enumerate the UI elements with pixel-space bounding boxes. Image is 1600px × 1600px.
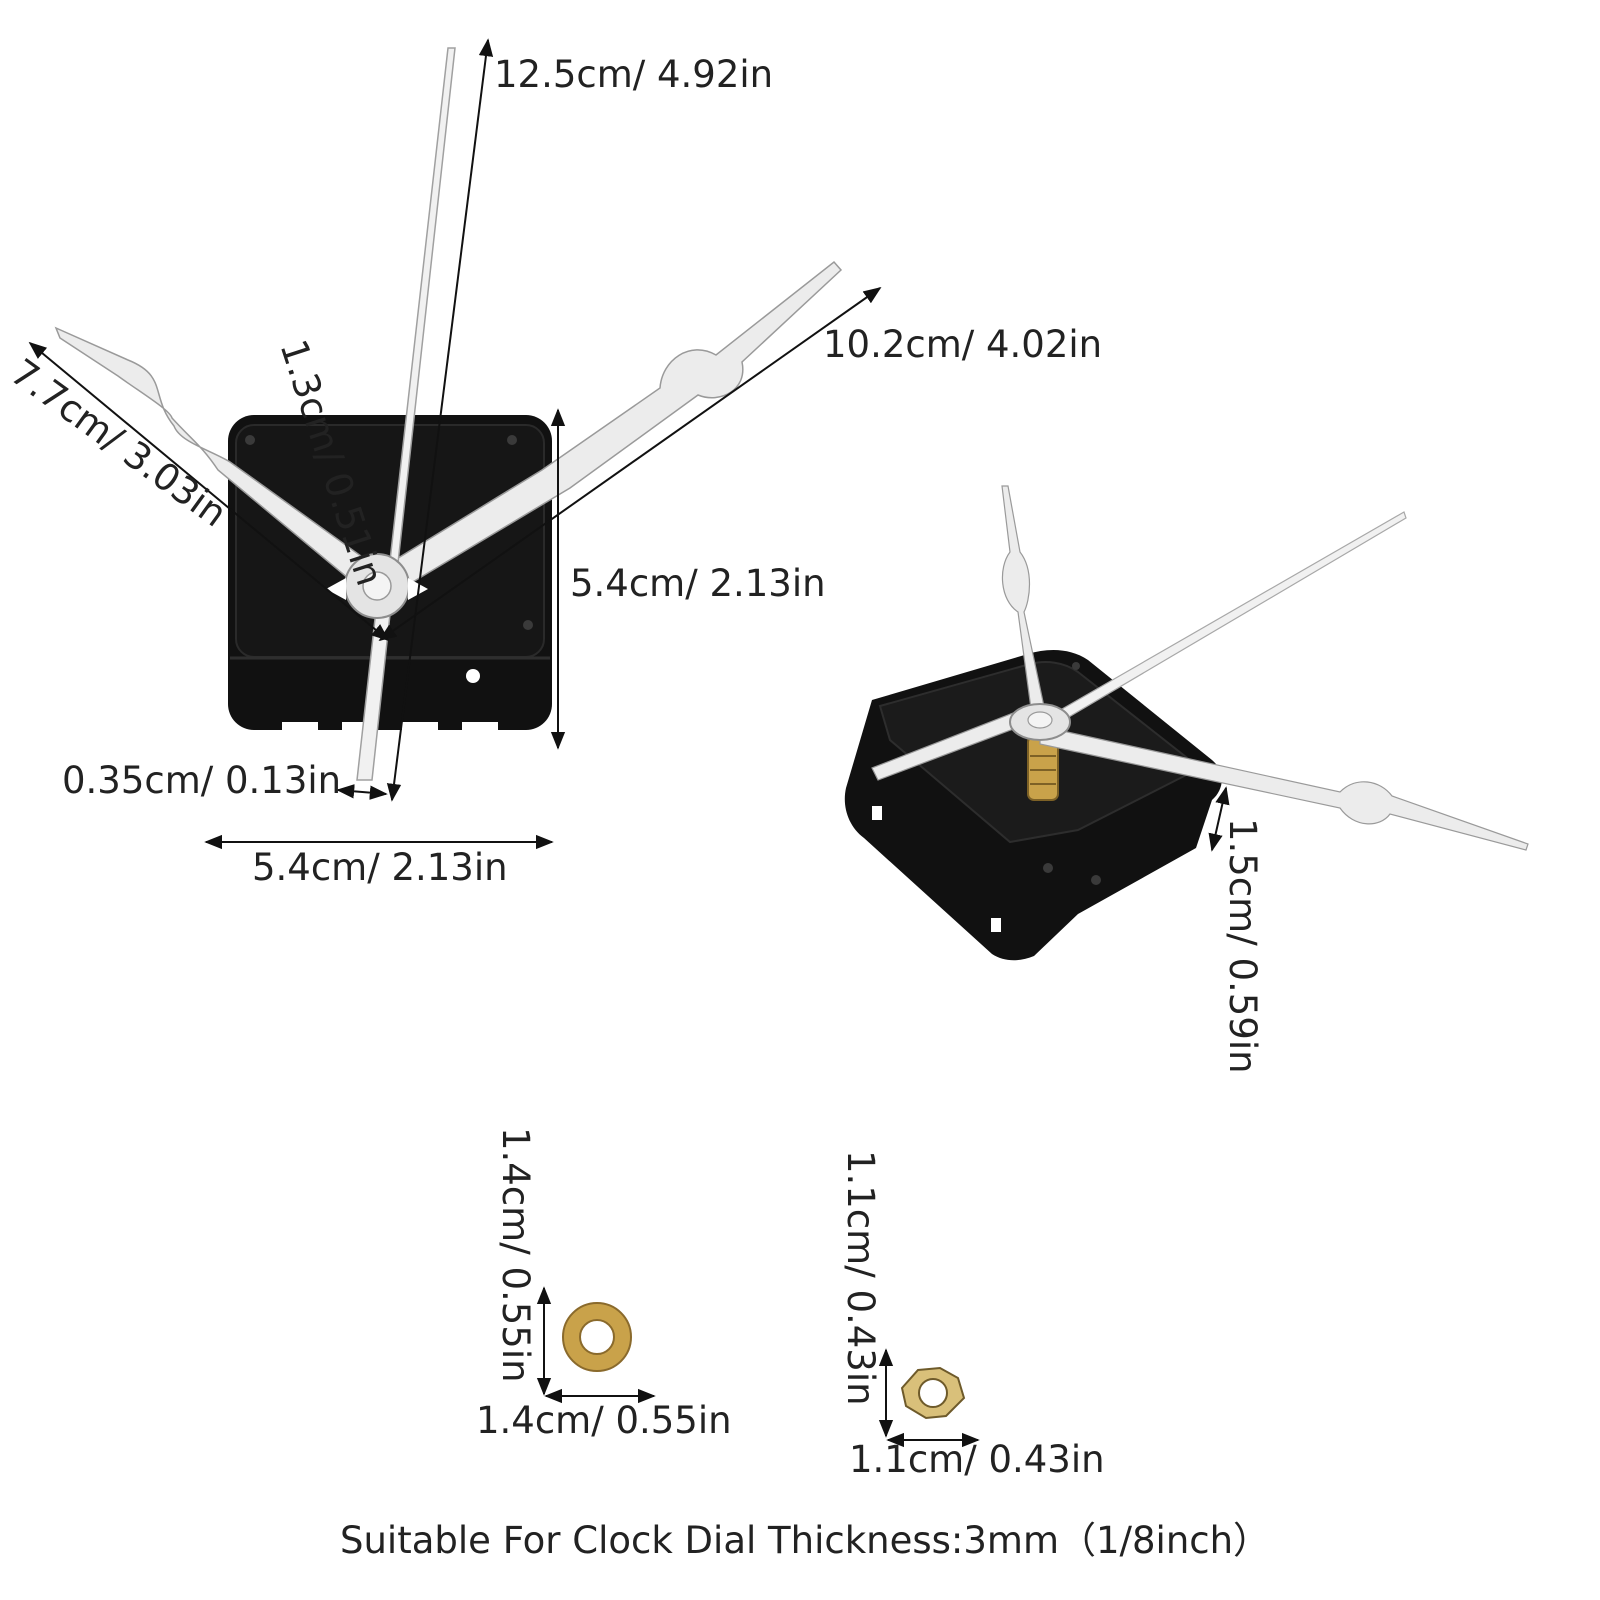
movement-notch xyxy=(402,722,438,730)
side-hour-hand xyxy=(1001,485,1047,717)
movement-notch xyxy=(462,722,498,730)
side-hub-center xyxy=(1027,711,1053,729)
hand-width-dim-line xyxy=(336,784,388,800)
side-screw xyxy=(1043,863,1053,873)
second-hand-length-label: 12.5cm/ 4.92in xyxy=(494,53,773,96)
movement-notch xyxy=(282,722,318,730)
movement-notch xyxy=(342,722,378,730)
hanger-hole xyxy=(466,669,480,683)
clock-movement-side xyxy=(844,650,1222,961)
hour-hand-length-label: 7.7cm/ 3.03in xyxy=(3,350,235,535)
washer-width-label: 1.4cm/ 0.55in xyxy=(476,1399,732,1442)
side-screw xyxy=(1072,662,1080,670)
side-notch xyxy=(872,806,882,820)
movement-width-label: 5.4cm/ 2.13in xyxy=(252,846,508,889)
shaft-length-dim-line xyxy=(1208,786,1230,852)
minute-hand-length-label: 10.2cm/ 4.02in xyxy=(823,323,1102,366)
nut-hole xyxy=(918,1378,948,1408)
nut-height-label: 1.1cm/ 0.43in xyxy=(839,1150,882,1406)
movement-screw xyxy=(523,620,533,630)
side-minute-hand xyxy=(1039,725,1529,851)
washer-height-label: 1.4cm/ 0.55in xyxy=(494,1127,537,1383)
clock-hands-side xyxy=(871,485,1529,851)
shaft-length-label: 1.5cm/ 0.59in xyxy=(1221,818,1264,1074)
nut-width-label: 1.1cm/ 0.43in xyxy=(849,1438,1105,1481)
washer-hole xyxy=(579,1319,615,1355)
hand-width-label: 0.35cm/ 0.13in xyxy=(62,759,341,802)
minute-hand-dim-line xyxy=(378,286,882,642)
movement-upper-panel xyxy=(235,424,545,658)
movement-height-label: 5.4cm/ 2.13in xyxy=(570,562,826,605)
side-notch xyxy=(991,918,1001,932)
hour-hand-dim-line xyxy=(28,341,390,642)
brass-washer xyxy=(562,1302,632,1372)
front-dimension-lines xyxy=(28,38,882,850)
side-second-hand xyxy=(1035,511,1407,735)
movement-screw xyxy=(507,435,517,445)
side-screw xyxy=(1091,875,1101,885)
dial-thickness-note: Suitable For Clock Dial Thickness:3mm（1/… xyxy=(340,1519,1270,1562)
movement-screw xyxy=(245,435,255,445)
hex-nut xyxy=(900,1366,966,1420)
